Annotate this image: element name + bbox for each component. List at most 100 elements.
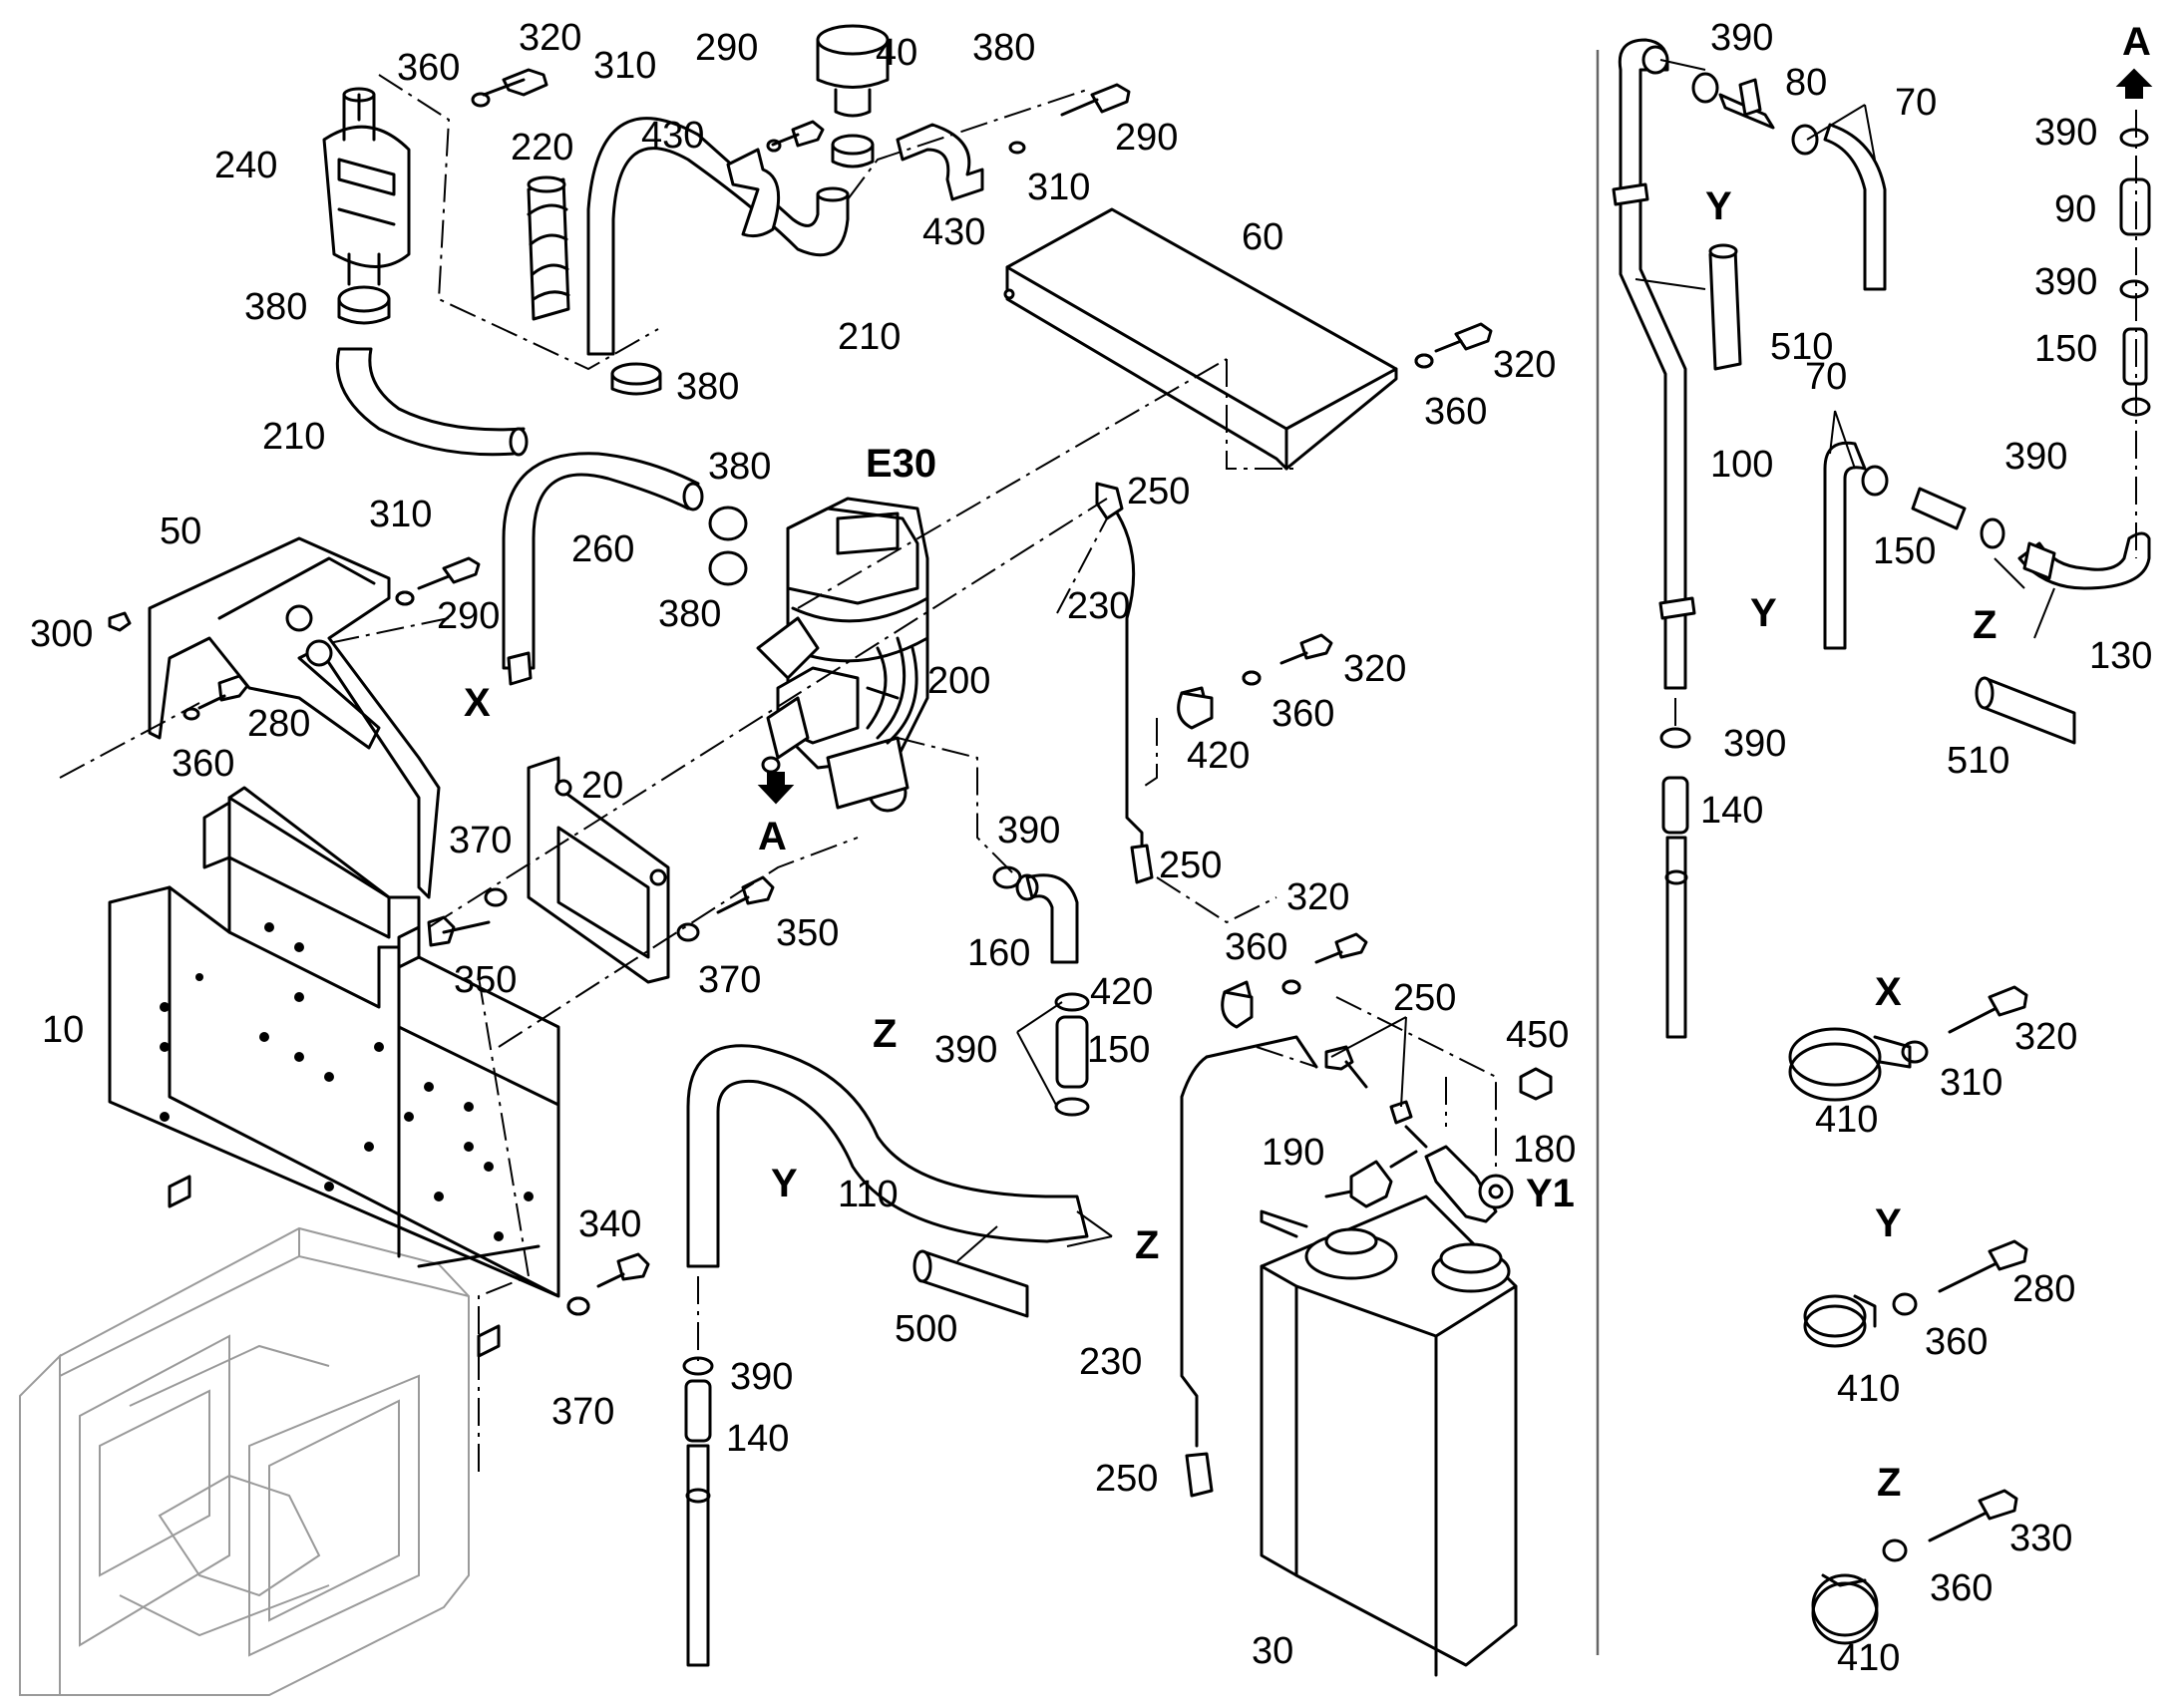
callout: 10 bbox=[42, 1009, 84, 1051]
clip-y-lower bbox=[1658, 596, 1696, 620]
callout: 510 bbox=[1770, 326, 1833, 368]
callout: 280 bbox=[2012, 1268, 2075, 1310]
fuel-tank-30 bbox=[1260, 1195, 1518, 1677]
callout: 250 bbox=[1159, 845, 1222, 886]
bracket-430-a bbox=[726, 148, 781, 238]
bolt-320-b bbox=[1414, 322, 1493, 369]
marker: E30 bbox=[866, 442, 936, 486]
callout: 110 bbox=[838, 1174, 899, 1215]
clip-y-upper bbox=[1612, 182, 1649, 206]
callout-labels: 320 360 240 380 210 220 310 290 430 40 3… bbox=[30, 17, 2152, 1679]
callout: 390 bbox=[2034, 261, 2097, 303]
callout: 390 bbox=[1710, 17, 1773, 59]
callout: 220 bbox=[511, 127, 573, 169]
callout: 350 bbox=[776, 912, 839, 954]
callout: 230 bbox=[1067, 585, 1130, 627]
callout: 70 bbox=[1895, 82, 1937, 124]
callout: 90 bbox=[2054, 188, 2096, 230]
fuel-filter-190 bbox=[1324, 1150, 1418, 1208]
fuel-line-230-lower bbox=[1180, 1035, 1318, 1498]
callout: 320 bbox=[2014, 1016, 2077, 1058]
pipe-140-a bbox=[682, 1356, 714, 1667]
callout: 380 bbox=[658, 593, 721, 635]
callout: 310 bbox=[369, 494, 432, 535]
callout: 360 bbox=[1424, 391, 1487, 433]
callout: 280 bbox=[247, 703, 310, 745]
marker: X bbox=[1875, 970, 1902, 1014]
callout: 80 bbox=[1785, 62, 1827, 104]
cover-60 bbox=[1003, 207, 1398, 471]
arrow-a-main bbox=[757, 772, 795, 805]
callout: 290 bbox=[1115, 117, 1178, 159]
cab-outline bbox=[19, 1226, 470, 1696]
exhaust-hose-210-upper bbox=[586, 117, 850, 356]
spring-sleeve-220 bbox=[527, 175, 570, 321]
callout: 420 bbox=[1090, 971, 1153, 1013]
callout: 430 bbox=[922, 211, 985, 253]
clamp-380-a bbox=[337, 285, 391, 325]
bolt-280-a bbox=[182, 674, 249, 721]
callout: 360 bbox=[1272, 693, 1334, 735]
view-markers: E30 X A Z Y Z Y1 Y Y A Z X Y Z bbox=[464, 20, 2151, 1505]
callout: 130 bbox=[2089, 635, 2152, 677]
pipe-150-a bbox=[1054, 992, 1090, 1117]
marker: A bbox=[2122, 20, 2151, 64]
marker: Y bbox=[771, 1162, 798, 1205]
sleeve-500 bbox=[912, 1249, 1029, 1318]
callout: 290 bbox=[695, 27, 758, 69]
hose-160 bbox=[992, 865, 1079, 964]
bolt-340 bbox=[566, 1252, 650, 1316]
bolt-320-a bbox=[471, 68, 548, 108]
fuel-pump-180 bbox=[1404, 1125, 1514, 1223]
callout: 320 bbox=[1493, 344, 1556, 386]
callout: 390 bbox=[934, 1029, 997, 1071]
callout: 250 bbox=[1393, 977, 1456, 1019]
leader-lines bbox=[956, 59, 2055, 1262]
bolt-290-b bbox=[1008, 83, 1131, 155]
washers bbox=[395, 353, 1434, 1316]
callout: 140 bbox=[1700, 790, 1763, 832]
callout: 250 bbox=[1127, 471, 1190, 512]
hose-70-a bbox=[1823, 123, 1887, 291]
sleeve-510-a bbox=[1708, 243, 1742, 371]
marker: Y bbox=[1875, 1201, 1902, 1245]
callout: 390 bbox=[2034, 112, 2097, 154]
callout: 370 bbox=[449, 820, 512, 861]
nut-450 bbox=[1519, 1067, 1553, 1101]
callout: 320 bbox=[1343, 648, 1406, 690]
callout: 340 bbox=[578, 1203, 641, 1245]
callout: 180 bbox=[1513, 1129, 1576, 1171]
fuel-line-230-upper bbox=[1095, 482, 1154, 884]
callout: 380 bbox=[708, 446, 771, 488]
callout: 360 bbox=[1925, 1321, 1988, 1363]
hose-70-b bbox=[1823, 441, 1889, 650]
callout: 210 bbox=[838, 316, 901, 358]
pipe-140-b bbox=[1659, 727, 1691, 1039]
callout: 320 bbox=[519, 17, 581, 59]
callout: 330 bbox=[2009, 1518, 2072, 1559]
callout: 210 bbox=[262, 416, 325, 458]
callout: 50 bbox=[160, 511, 201, 552]
callout: 390 bbox=[2004, 436, 2067, 478]
marker: A bbox=[758, 815, 787, 858]
callout: 150 bbox=[1873, 530, 1936, 572]
callout: 70 bbox=[1805, 356, 1847, 398]
callout: 160 bbox=[967, 932, 1030, 974]
callout: 390 bbox=[1723, 723, 1786, 765]
callout: 250 bbox=[1095, 1458, 1158, 1500]
detail-y-clamp-410 bbox=[1803, 1239, 2028, 1348]
callout: 310 bbox=[593, 45, 656, 87]
callout: 350 bbox=[454, 959, 517, 1001]
clip-420-a bbox=[1177, 691, 1214, 730]
callout: 390 bbox=[730, 1356, 793, 1398]
callout: 200 bbox=[927, 660, 990, 702]
marker: Y bbox=[1750, 591, 1777, 635]
bracket-20 bbox=[527, 756, 670, 984]
bracket-430-b bbox=[896, 123, 984, 201]
callout: 60 bbox=[1242, 216, 1283, 258]
callout: 150 bbox=[2034, 328, 2097, 370]
bolt-290-a bbox=[766, 120, 825, 153]
marker: Y1 bbox=[1526, 1172, 1575, 1215]
callout: 150 bbox=[1087, 1029, 1150, 1071]
